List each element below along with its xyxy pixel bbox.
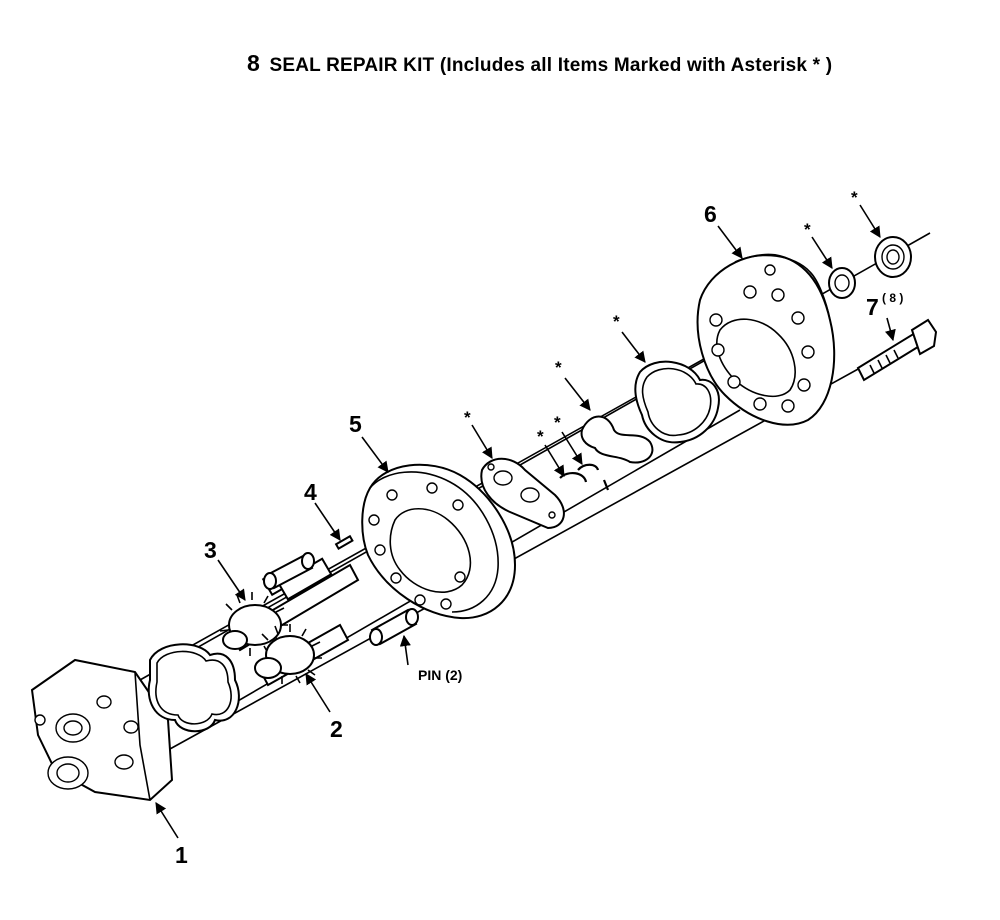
asterisk-shaft-seal-large: * — [851, 188, 858, 207]
asterisk-shaft-seal-small: * — [804, 220, 811, 239]
pin-label: PIN (2) — [418, 667, 462, 683]
asterisk-seal-c: * — [555, 358, 562, 377]
shaft-seals — [828, 236, 912, 299]
gear-housing-body — [361, 463, 517, 620]
callout-2: 2 — [330, 716, 343, 742]
dowel-pins — [263, 552, 419, 646]
asterisk-seal-plate: * — [464, 408, 471, 427]
callout-1: 1 — [175, 842, 188, 868]
small-seals — [559, 415, 654, 491]
callout-7-quantity: ( 8 ) — [882, 291, 903, 305]
seal-plate — [480, 457, 565, 530]
cap-screw — [856, 318, 938, 382]
front-gasket — [147, 643, 240, 733]
callout-labels: 1 2 3 4 5 6 7 ( 8 ) PIN (2) * * * * * * … — [175, 188, 903, 868]
rear-cover — [696, 253, 836, 426]
asterisk-seal-b: * — [554, 413, 561, 432]
kit-item-number: 8 — [247, 50, 260, 76]
driven-gear-assembly — [254, 557, 350, 687]
callout-6: 6 — [704, 201, 717, 227]
rear-gasket — [634, 360, 720, 444]
asterisk-rear-gasket: * — [613, 312, 620, 331]
callout-3: 3 — [204, 537, 217, 563]
seal-repair-kit-title: 8 SEAL REPAIR KIT (Includes all Items Ma… — [247, 50, 832, 77]
callout-4: 4 — [304, 479, 317, 505]
key-pin — [334, 534, 354, 550]
callout-5: 5 — [349, 411, 362, 437]
callout-7: 7 — [866, 294, 879, 320]
front-housing — [30, 658, 174, 802]
asterisk-seal-a: * — [537, 427, 544, 446]
kit-title-text: SEAL REPAIR KIT (Includes all Items Mark… — [269, 55, 833, 76]
leader-arrows — [155, 204, 896, 839]
